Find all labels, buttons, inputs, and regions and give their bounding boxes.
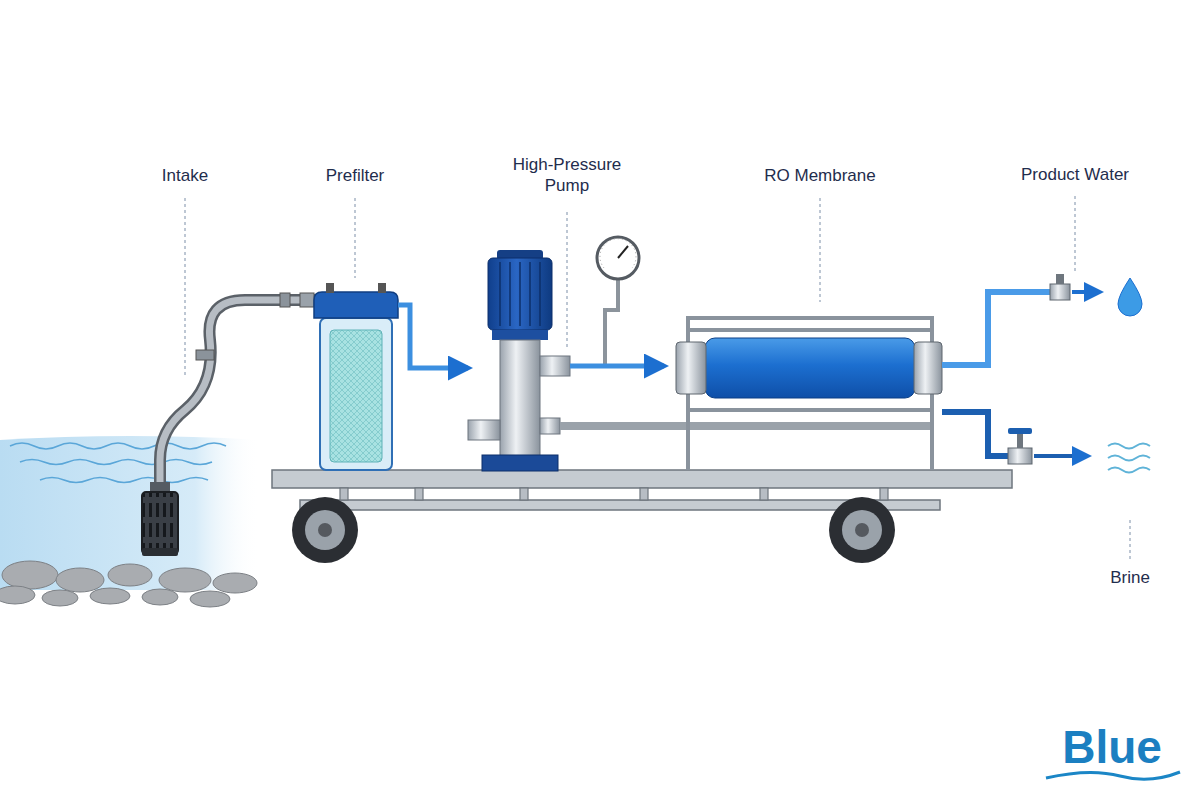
- pressure-gauge: [597, 237, 639, 366]
- cart-wheel: [292, 497, 895, 563]
- part-label: Prefilter: [285, 165, 425, 186]
- part-label: Product Water: [990, 164, 1160, 185]
- part-label: RO Membrane: [735, 165, 905, 186]
- membrane-frame: [688, 318, 932, 470]
- product-outlet: [942, 274, 1142, 365]
- intake-strainer: [142, 482, 178, 556]
- part-label: Brine: [1070, 567, 1190, 588]
- ro-membrane: [676, 338, 942, 398]
- flow-arrow: [398, 305, 468, 368]
- brine-outlet: [942, 412, 1150, 473]
- high-pressure-pump: [468, 250, 570, 471]
- cart-frame: [272, 470, 1012, 510]
- flow-arrow: [570, 364, 664, 369]
- prefilter-housing: [314, 283, 398, 470]
- water-body: [0, 436, 260, 607]
- intake-hose: [160, 293, 318, 488]
- return-pipe: [560, 422, 932, 430]
- part-label: Intake: [115, 165, 255, 186]
- logo-text: Blue: [1037, 719, 1187, 777]
- part-label: High-Pressure Pump: [502, 154, 632, 197]
- leader-line: [185, 196, 1130, 560]
